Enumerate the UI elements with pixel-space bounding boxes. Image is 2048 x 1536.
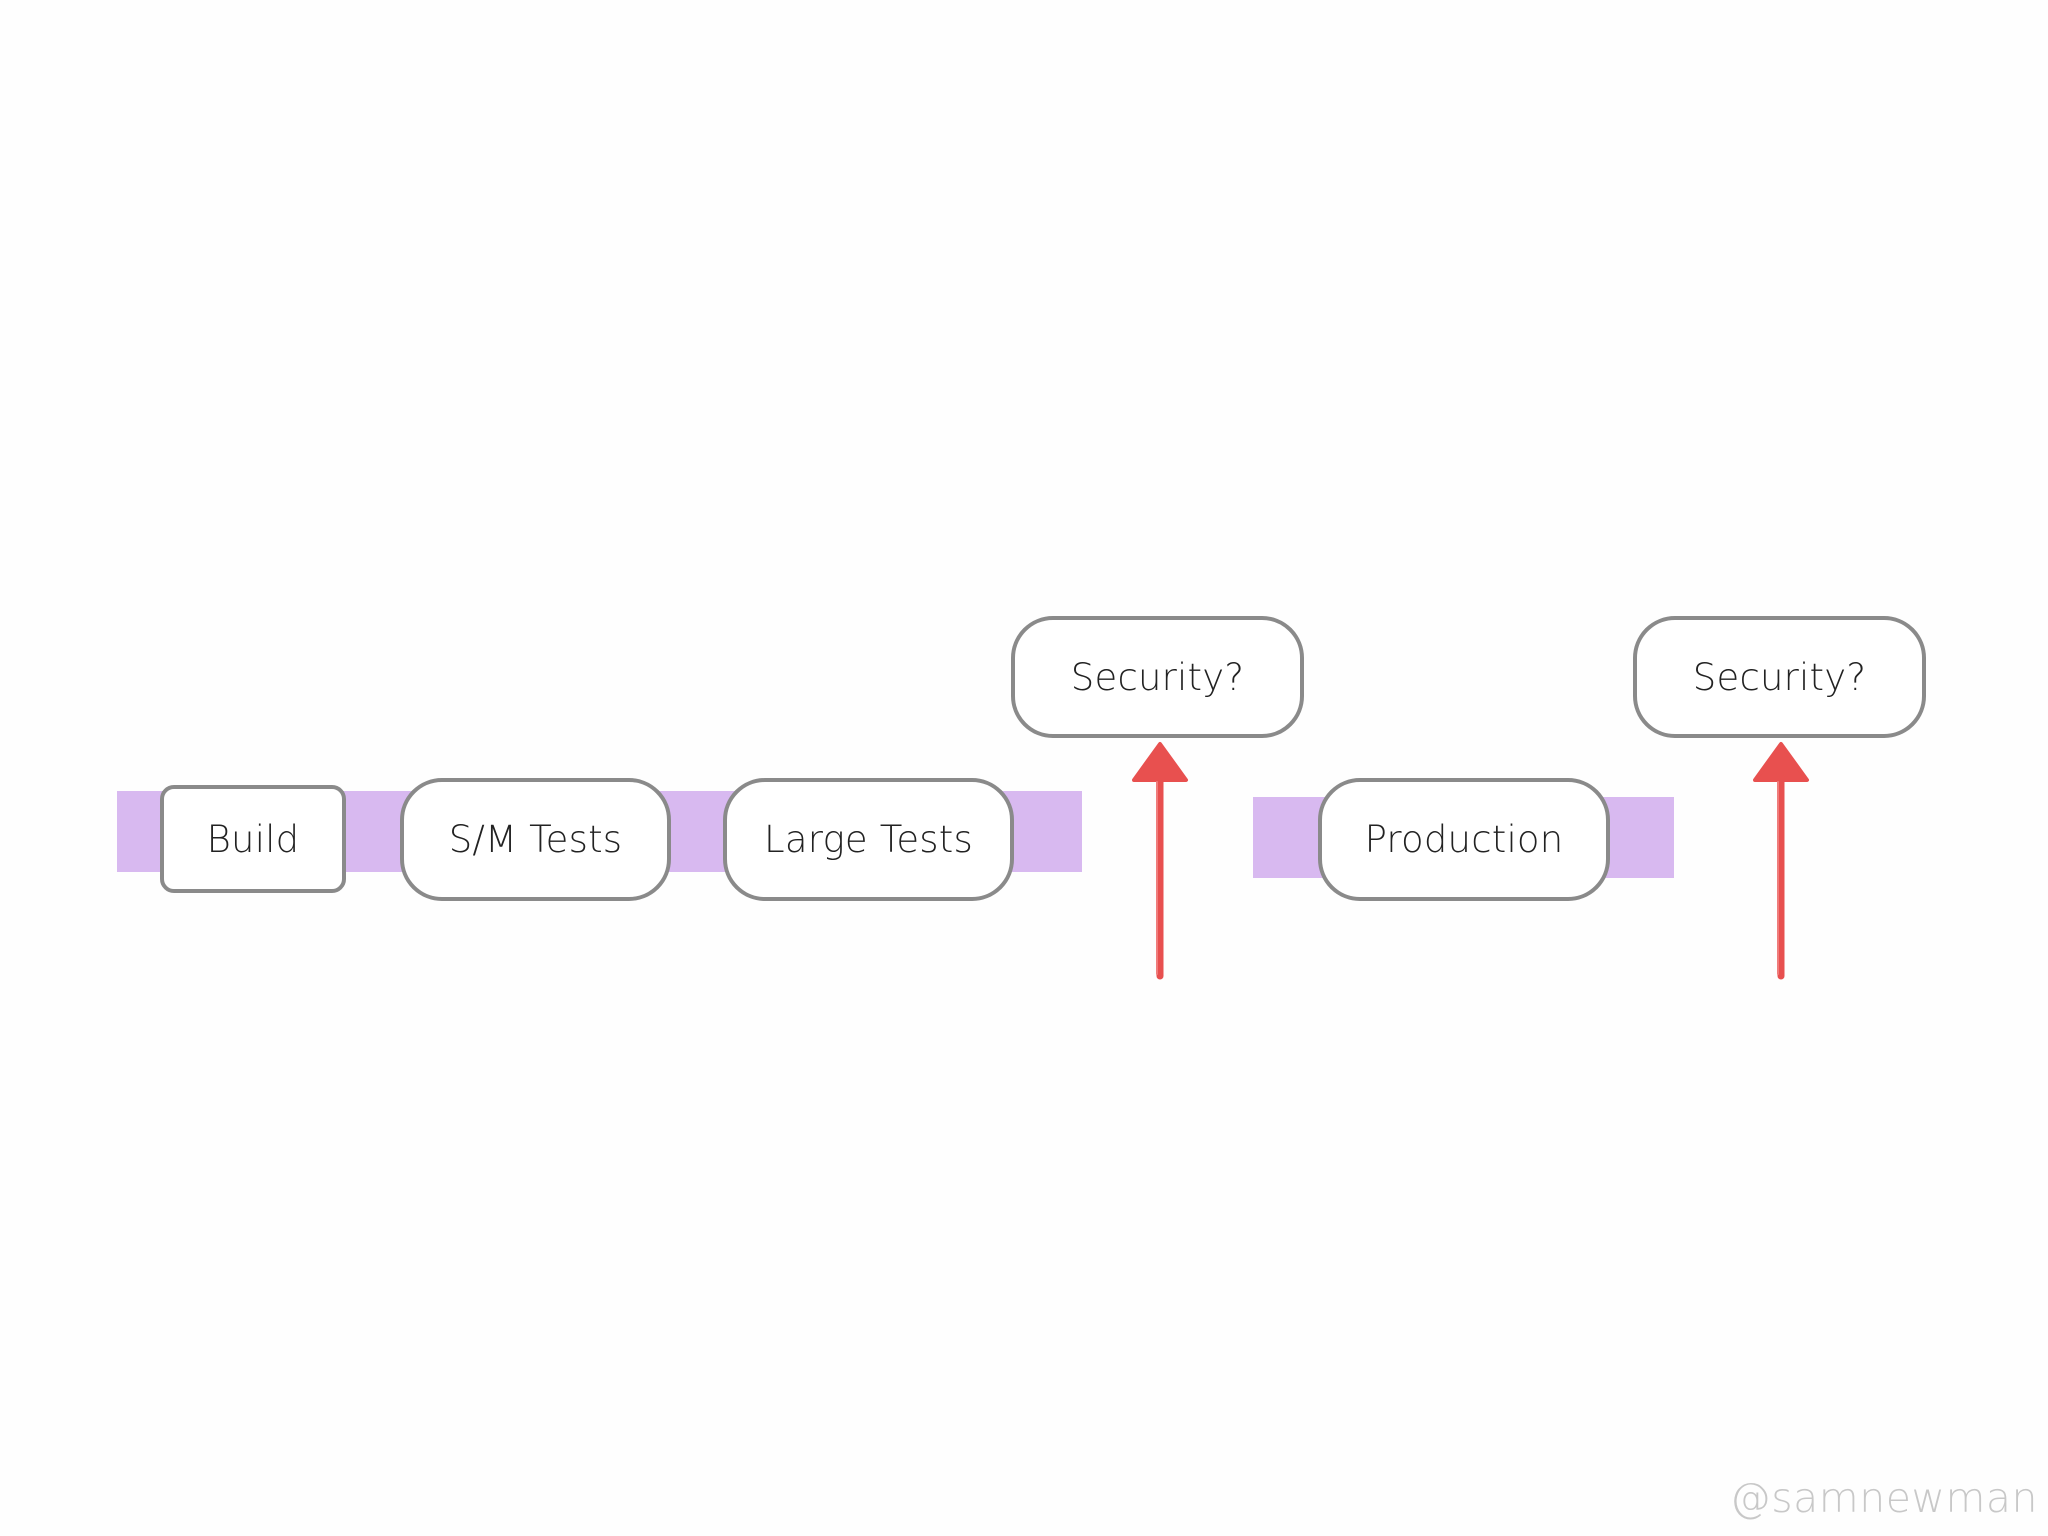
security-check-node-2: Security? bbox=[1633, 616, 1926, 738]
security-check-node-1: Security? bbox=[1011, 616, 1304, 738]
arrow-up-icon bbox=[1132, 742, 1188, 980]
large-tests-stage-node: Large Tests bbox=[723, 778, 1014, 901]
arrow-up-icon bbox=[1753, 742, 1809, 980]
sm-tests-stage-node: S/M Tests bbox=[400, 778, 671, 901]
build-stage-node: Build bbox=[160, 785, 346, 893]
author-handle: @samnewman bbox=[1729, 1474, 2038, 1522]
production-stage-node: Production bbox=[1318, 778, 1610, 901]
